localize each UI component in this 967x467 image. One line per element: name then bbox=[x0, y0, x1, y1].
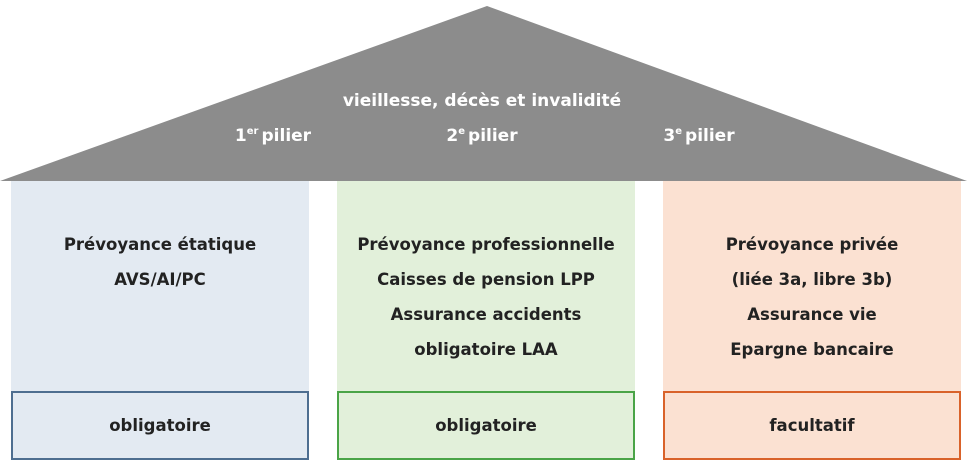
pillar-1-word: pilier bbox=[261, 126, 312, 146]
pillar-2-line-1: Prévoyance professionnelle bbox=[357, 235, 615, 254]
pillar-1-status: obligatoire bbox=[11, 391, 309, 460]
pillar-1-number: 1 bbox=[234, 126, 247, 146]
pillar-3-suffix: e bbox=[675, 126, 683, 138]
pillar-2-line-4: obligatoire LAA bbox=[414, 340, 558, 359]
pillar-2-number: 2 bbox=[446, 126, 459, 146]
pillar-3-line-1: Prévoyance privée bbox=[725, 235, 899, 254]
pillar-2: Prévoyance professionnelle Caisses de pe… bbox=[337, 181, 635, 460]
roof-title: vieillesse, décès et invalidité bbox=[342, 91, 622, 111]
pillar-2-word: pilier bbox=[468, 126, 518, 146]
pillar-1-body: Prévoyance étatique AVS/AI/PC bbox=[11, 227, 309, 297]
pillar-1-suffix: er bbox=[246, 126, 259, 138]
pillar-2-line-3: Assurance accidents bbox=[390, 305, 582, 324]
pillar-2-suffix: e bbox=[458, 126, 466, 138]
pillar-1-line-1: Prévoyance étatique bbox=[63, 235, 257, 254]
pillar-3-number: 3 bbox=[663, 126, 676, 146]
pillar-3-line-2: (liée 3a, libre 3b) bbox=[731, 270, 893, 289]
pillar-3-line-3: Assurance vie bbox=[747, 305, 877, 324]
pillar-1: Prévoyance étatique AVS/AI/PC obligatoir… bbox=[11, 181, 309, 460]
pillar-1-line-2: AVS/AI/PC bbox=[114, 270, 206, 289]
pillar-2-body: Prévoyance professionnelle Caisses de pe… bbox=[337, 227, 635, 367]
roof-triangle bbox=[0, 6, 967, 181]
roof bbox=[0, 6, 967, 181]
pillar-3-status: facultatif bbox=[663, 391, 961, 460]
pillar-3-word: pilier bbox=[685, 126, 735, 146]
pillar-3-line-4: Epargne bancaire bbox=[730, 340, 894, 359]
pillar-3: Prévoyance privée (liée 3a, libre 3b) As… bbox=[663, 181, 961, 460]
pillar-2-line-2: Caisses de pension LPP bbox=[377, 270, 595, 289]
pillar-2-status: obligatoire bbox=[337, 391, 635, 460]
pillar-3-body: Prévoyance privée (liée 3a, libre 3b) As… bbox=[663, 227, 961, 367]
